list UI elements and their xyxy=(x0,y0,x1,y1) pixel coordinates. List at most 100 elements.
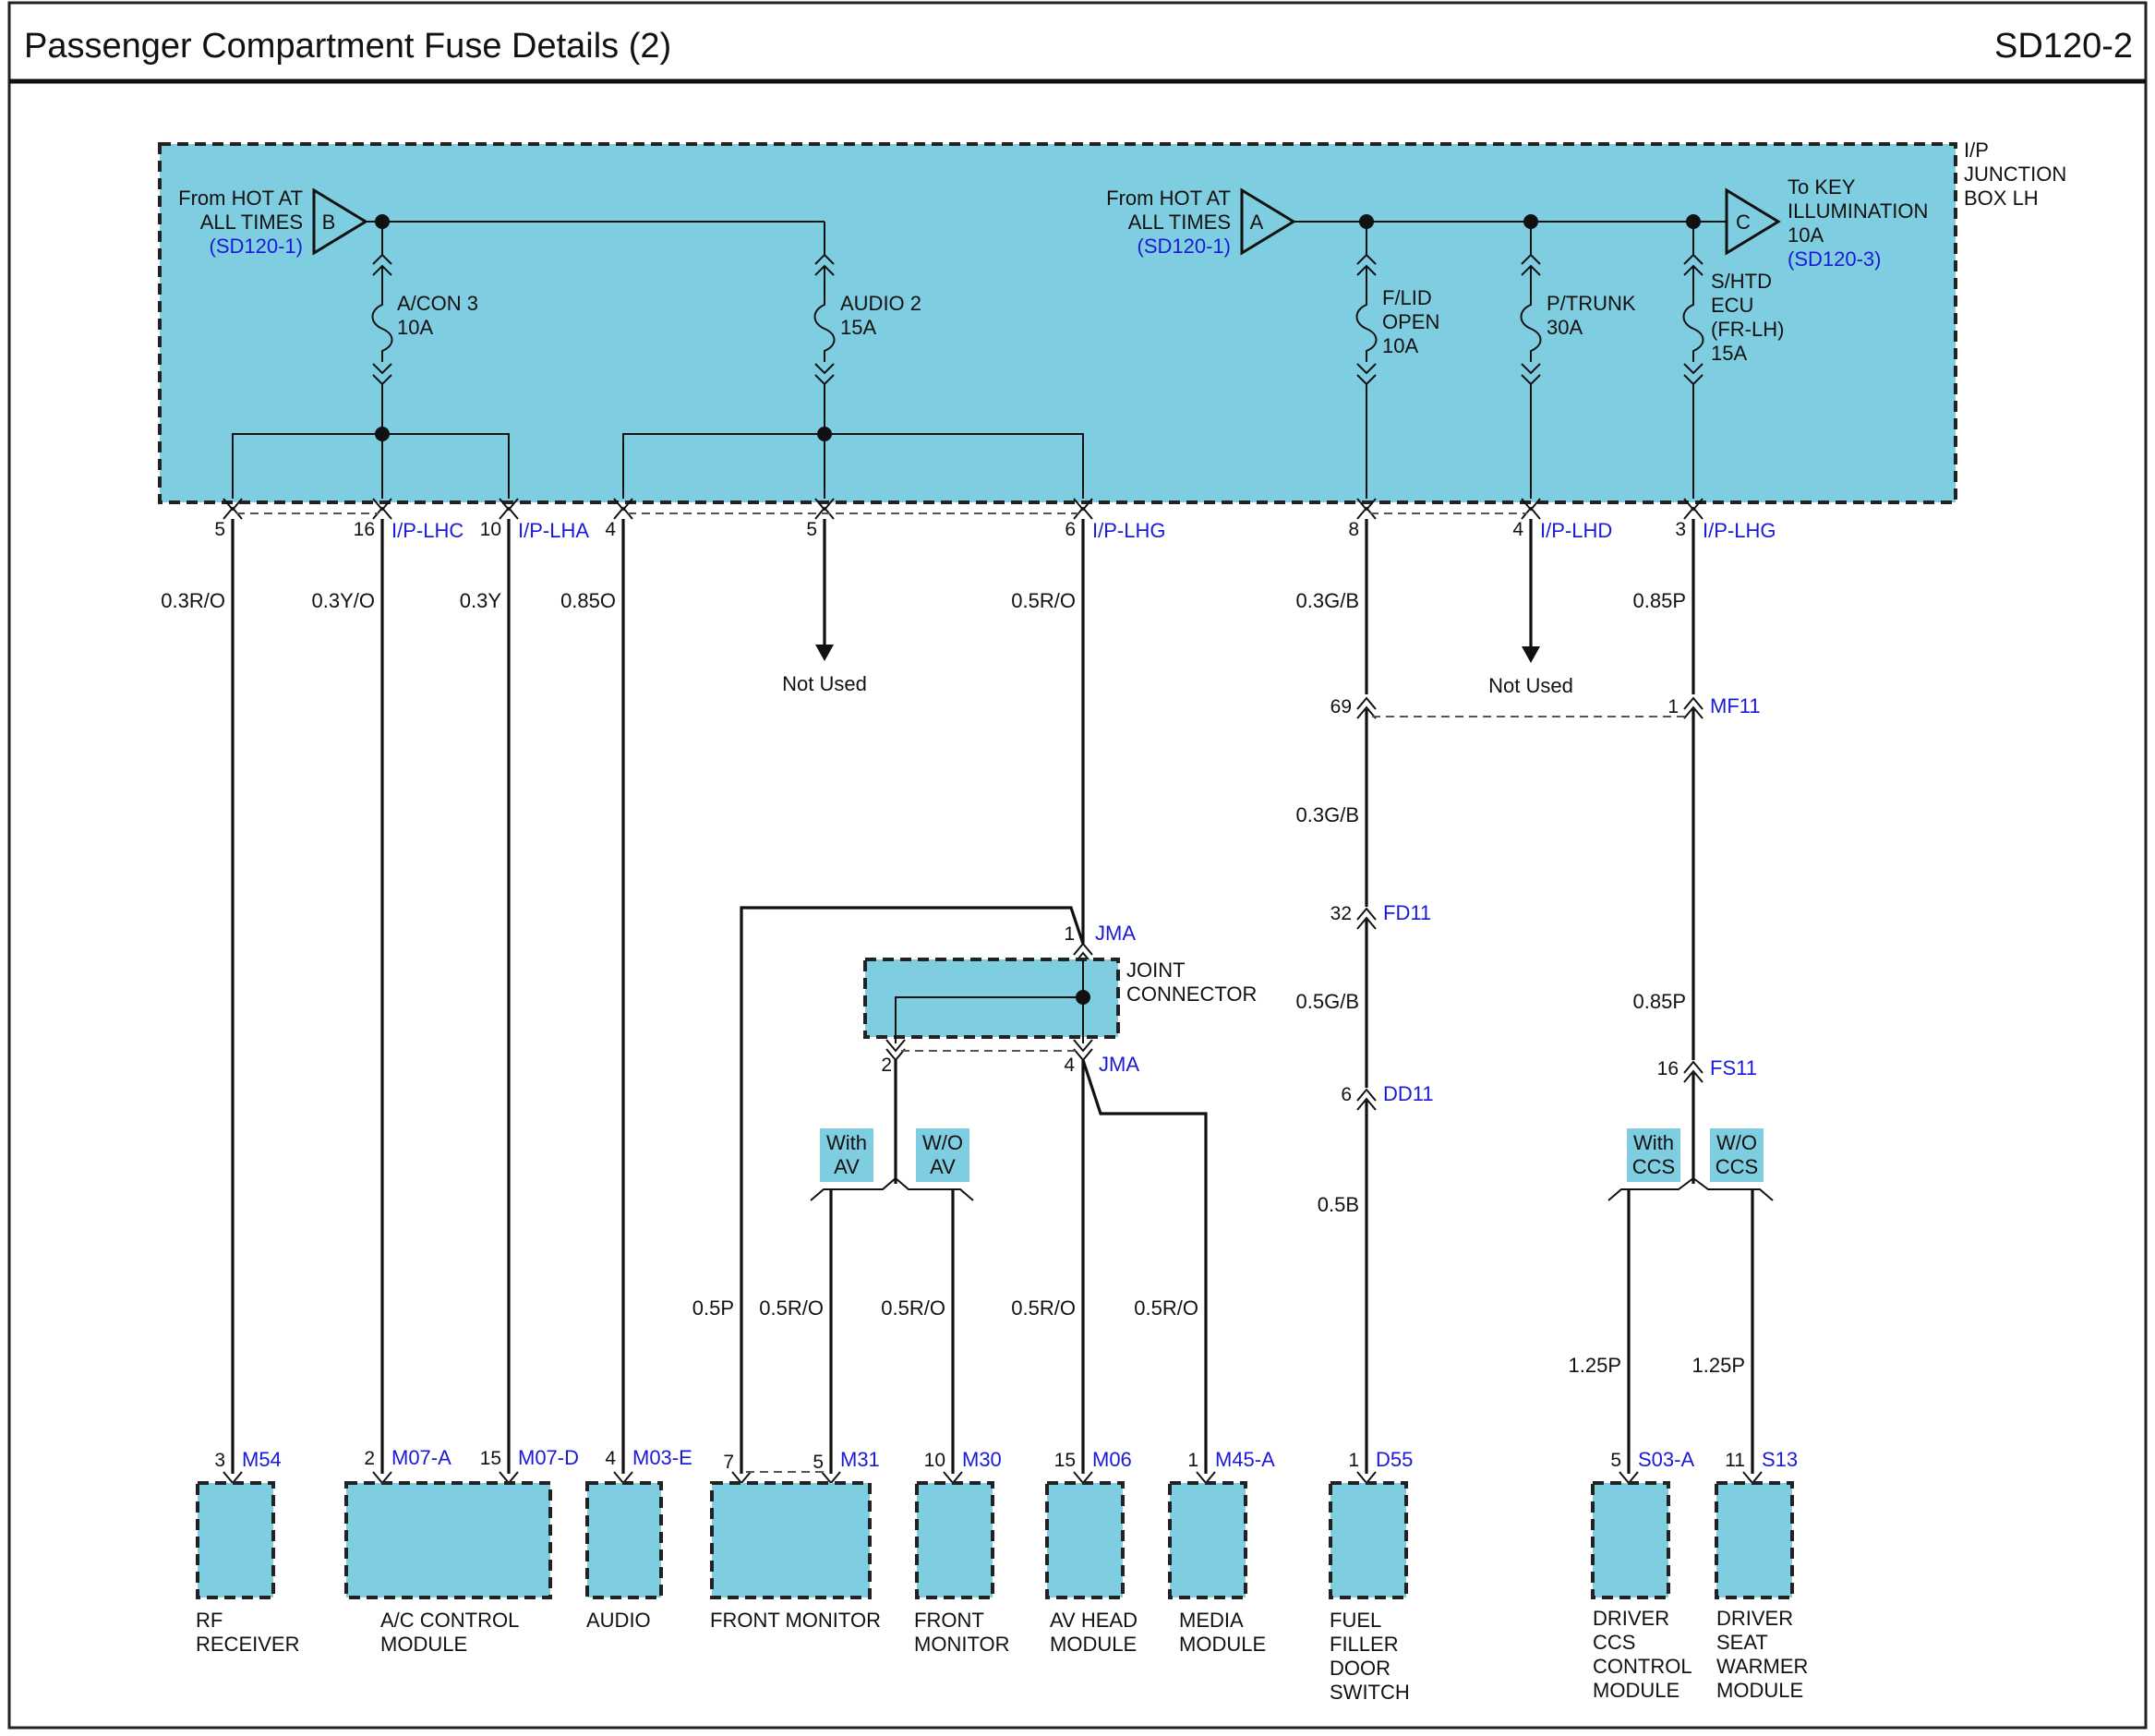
svg-text:M54: M54 xyxy=(242,1448,282,1471)
svg-text:1: 1 xyxy=(1064,923,1075,945)
svg-text:From HOT AT: From HOT AT xyxy=(1106,187,1231,210)
svg-text:AV HEAD: AV HEAD xyxy=(1050,1609,1138,1632)
svg-text:S03-A: S03-A xyxy=(1638,1448,1694,1471)
ac-control-module-label: A/C CONTROL MODULE xyxy=(380,1609,519,1656)
svg-text:DRIVER: DRIVER xyxy=(1716,1607,1793,1630)
svg-text:0.5R/O: 0.5R/O xyxy=(1011,1296,1076,1320)
svg-text:5: 5 xyxy=(1610,1450,1621,1471)
svg-text:(FR-LH): (FR-LH) xyxy=(1711,318,1784,341)
svg-text:I/P-LHG: I/P-LHG xyxy=(1092,519,1165,542)
svg-text:S13: S13 xyxy=(1762,1448,1798,1471)
svg-text:69: 69 xyxy=(1330,696,1352,717)
svg-text:10: 10 xyxy=(924,1450,945,1471)
svg-text:I/P-LHD: I/P-LHD xyxy=(1540,519,1612,542)
svg-text:0.3Y/O: 0.3Y/O xyxy=(312,589,375,612)
svg-text:A/C CONTROL: A/C CONTROL xyxy=(380,1609,519,1632)
svg-text:RECEIVER: RECEIVER xyxy=(196,1633,299,1656)
joint-connector-label: JOINT CONNECTOR xyxy=(1126,958,1257,1006)
svg-text:M31: M31 xyxy=(840,1448,880,1471)
svg-text:RF: RF xyxy=(196,1609,223,1632)
svg-text:JMA: JMA xyxy=(1095,922,1136,945)
svg-text:M07-A: M07-A xyxy=(391,1446,451,1469)
svg-text:M03-E: M03-E xyxy=(632,1446,692,1469)
driver-seat-warmer-module xyxy=(1715,1481,1794,1599)
svg-text:SEAT: SEAT xyxy=(1716,1631,1768,1654)
front-monitor-2-label: FRONT MONITOR xyxy=(914,1609,1009,1656)
svg-text:SWITCH: SWITCH xyxy=(1330,1681,1410,1704)
svg-text:4: 4 xyxy=(1512,519,1523,540)
rf-receiver xyxy=(196,1481,275,1599)
svg-text:0.5R/O: 0.5R/O xyxy=(1011,589,1076,612)
svg-text:5: 5 xyxy=(214,519,225,540)
svg-text:CCS: CCS xyxy=(1716,1155,1758,1178)
svg-text:0.3Y: 0.3Y xyxy=(460,589,502,612)
svg-text:4: 4 xyxy=(605,519,616,540)
svg-text:JOINT: JOINT xyxy=(1126,958,1186,982)
svg-text:7: 7 xyxy=(723,1452,734,1473)
option-wo-ccs xyxy=(1710,1128,1764,1182)
svg-text:10A: 10A xyxy=(1382,334,1418,357)
av-head-module xyxy=(1045,1481,1125,1599)
svg-text:With: With xyxy=(826,1131,867,1154)
svg-text:16: 16 xyxy=(1657,1058,1679,1079)
svg-text:FRONT: FRONT xyxy=(914,1609,984,1632)
svg-text:JMA: JMA xyxy=(1099,1053,1139,1076)
svg-text:0.5B: 0.5B xyxy=(1318,1193,1359,1216)
svg-text:AV: AV xyxy=(930,1155,956,1178)
svg-text:32: 32 xyxy=(1330,903,1352,924)
page-title: Passenger Compartment Fuse Details (2) xyxy=(24,27,671,66)
front-monitor-wo-av xyxy=(915,1481,994,1599)
svg-text:M06: M06 xyxy=(1092,1448,1132,1471)
svg-text:10: 10 xyxy=(480,519,501,540)
svg-text:ALL TIMES: ALL TIMES xyxy=(1128,211,1231,234)
not-used-label-b: Not Used xyxy=(1488,674,1573,697)
svg-text:4: 4 xyxy=(1064,1055,1075,1076)
svg-text:0.3G/B: 0.3G/B xyxy=(1296,803,1359,826)
fuse-ptrunk: P/TRUNK 30A xyxy=(1520,222,1636,499)
svg-text:15A: 15A xyxy=(840,316,876,339)
svg-text:WARMER: WARMER xyxy=(1716,1655,1808,1678)
svg-text:0.5R/O: 0.5R/O xyxy=(881,1296,945,1320)
svg-text:1.25P: 1.25P xyxy=(1692,1354,1746,1377)
svg-text:6: 6 xyxy=(1065,519,1076,540)
svg-text:FUEL: FUEL xyxy=(1330,1609,1381,1632)
svg-text:With: With xyxy=(1633,1131,1674,1154)
driver-seat-warmer-label: DRIVER SEAT WARMER MODULE xyxy=(1716,1607,1808,1702)
av-head-module-label: AV HEAD MODULE xyxy=(1050,1609,1138,1656)
svg-text:0.3R/O: 0.3R/O xyxy=(161,589,225,612)
svg-text:0.3G/B: 0.3G/B xyxy=(1296,589,1359,612)
svg-text:CCS: CCS xyxy=(1632,1155,1675,1178)
svg-text:FS11: FS11 xyxy=(1710,1056,1757,1079)
option-wo-av xyxy=(916,1128,969,1182)
svg-text:FILLER: FILLER xyxy=(1330,1633,1399,1656)
svg-text:I/P-LHG: I/P-LHG xyxy=(1703,519,1776,542)
source-a: From HOT AT ALL TIMES (SD120-1) A xyxy=(1106,187,1296,258)
svg-text:15A: 15A xyxy=(1711,342,1747,365)
not-used-label-a: Not Used xyxy=(782,672,867,695)
driver-ccs-label: DRIVER CCS CONTROL MODULE xyxy=(1593,1607,1692,1702)
svg-text:To KEY: To KEY xyxy=(1788,175,1856,199)
svg-text:10A: 10A xyxy=(1788,223,1824,247)
wire-front-monitor-7 xyxy=(740,906,1085,1474)
svg-text:MF11: MF11 xyxy=(1710,694,1761,717)
source-b-triangle xyxy=(312,187,368,256)
svg-text:DOOR: DOOR xyxy=(1330,1657,1391,1680)
audio-label: AUDIO xyxy=(586,1609,651,1632)
svg-text:BOX LH: BOX LH xyxy=(1964,187,2039,210)
option-with-ccs xyxy=(1627,1128,1680,1182)
svg-text:CONNECTOR: CONNECTOR xyxy=(1126,983,1257,1006)
rf-receiver-label: RF RECEIVER xyxy=(196,1609,299,1656)
driver-ccs-control-module xyxy=(1591,1481,1670,1599)
svg-text:M45-A: M45-A xyxy=(1215,1448,1275,1471)
fuse-flid-open: F/LID OPEN 10A xyxy=(1355,222,1439,499)
ip-junction-box-lh xyxy=(158,142,1957,504)
destination-c: C To KEY ILLUMINATION 10A (SD120-3) xyxy=(1725,175,1928,271)
ac-control-module xyxy=(344,1481,552,1599)
wire-media xyxy=(1081,1059,1208,1474)
svg-text:ECU: ECU xyxy=(1711,294,1753,317)
svg-text:ILLUMINATION: ILLUMINATION xyxy=(1788,199,1928,223)
svg-text:5: 5 xyxy=(806,519,817,540)
front-monitor-label: FRONT MONITOR xyxy=(710,1609,881,1632)
svg-text:(SD120-1): (SD120-1) xyxy=(1138,235,1231,258)
svg-text:16: 16 xyxy=(354,519,375,540)
